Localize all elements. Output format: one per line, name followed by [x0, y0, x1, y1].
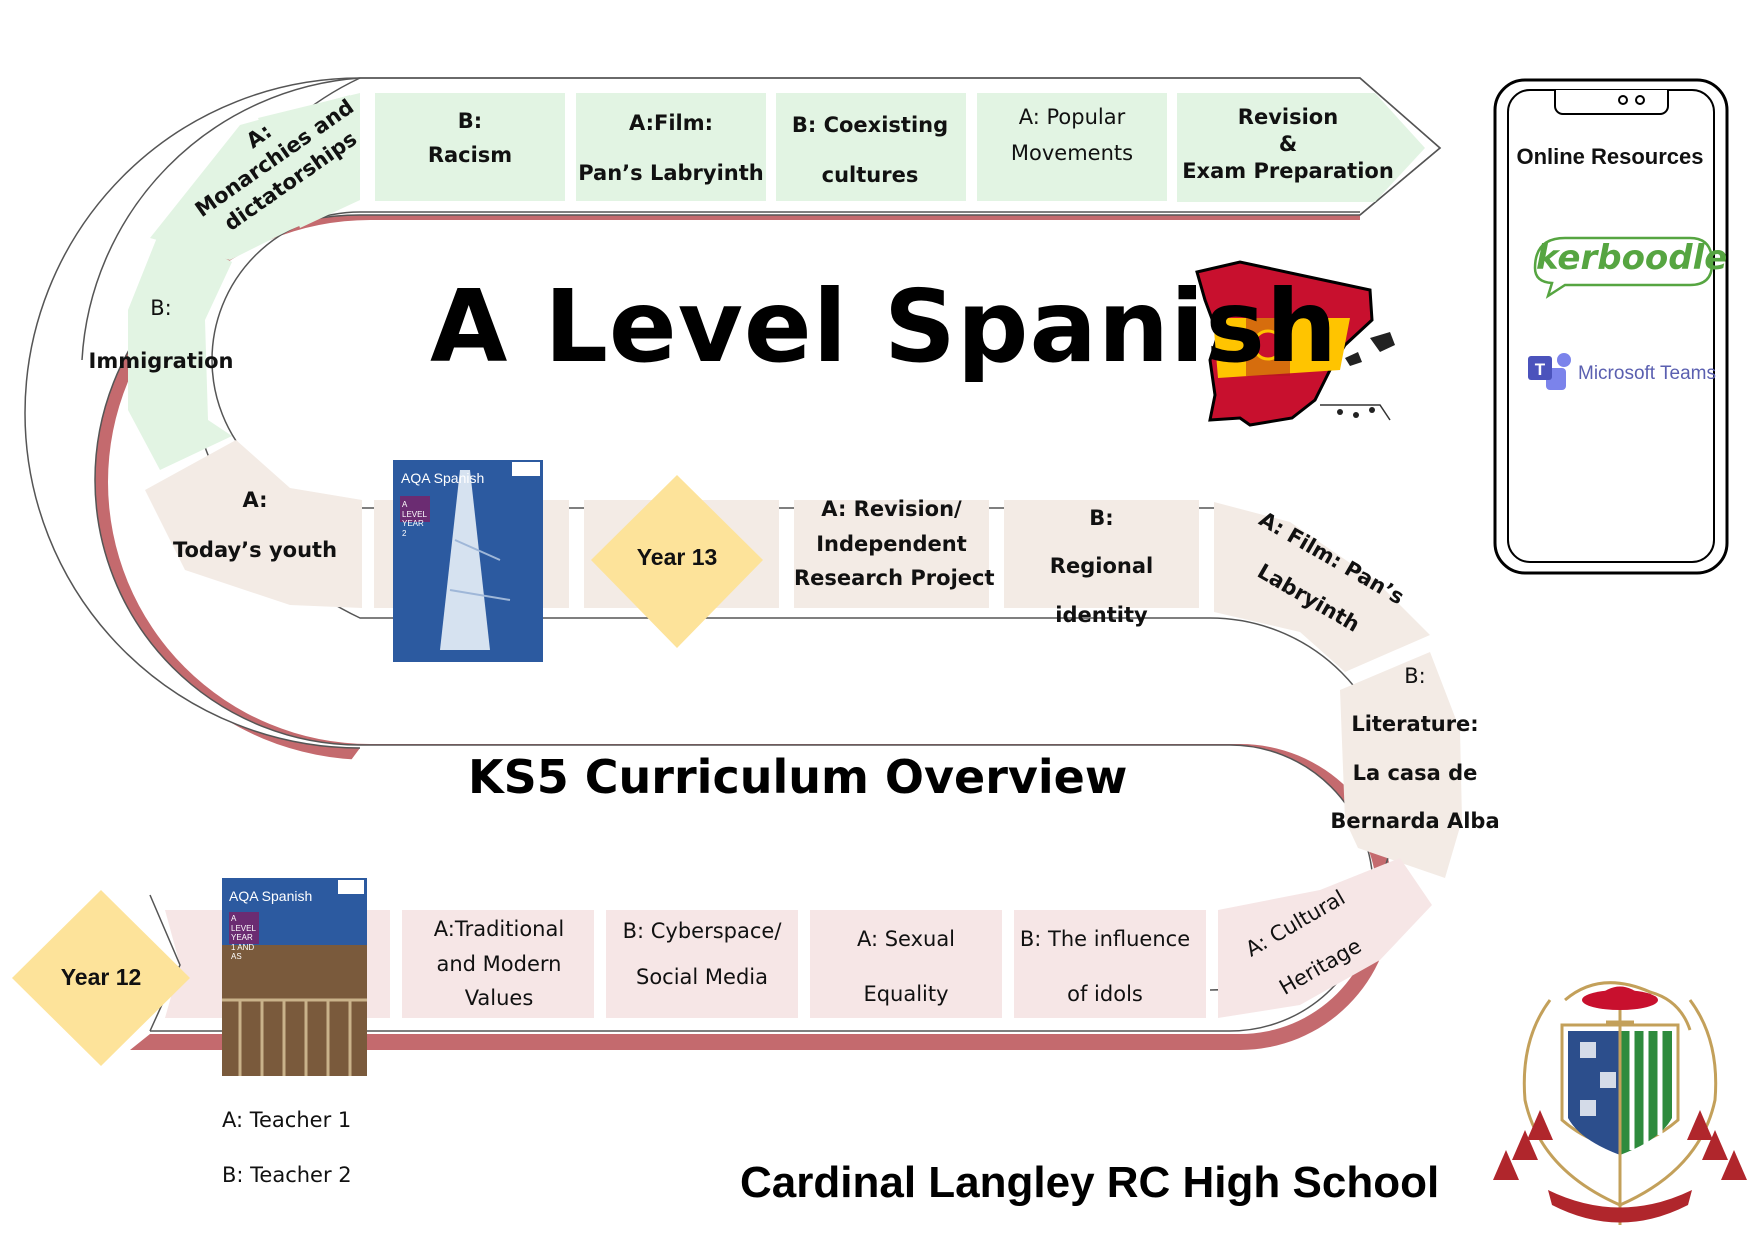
- page-subtitle: KS5 Curriculum Overview: [468, 750, 1128, 804]
- topic-racism: B:Racism: [427, 109, 513, 167]
- page-title: A Level Spanish: [430, 268, 1339, 385]
- online-resources-title: Online Resources: [1516, 144, 1704, 169]
- book-year1-level: A LEVEL YEAR 1 AND AS: [231, 914, 256, 962]
- teams-logo: T: [1528, 353, 1571, 390]
- year12-label: Year 12: [60, 964, 142, 990]
- start-arrow: [149, 894, 181, 1032]
- kerboodle-logo-bubble: [1533, 236, 1714, 299]
- year12-diamond: [12, 890, 190, 1066]
- road-lane-top: [81, 77, 1442, 361]
- topic-cyberspace: B: Cyberspace/Social Media: [622, 919, 782, 990]
- year13-label: Year 13: [636, 544, 718, 570]
- book-year2-brand: AQA Spanish: [401, 470, 485, 486]
- topic-todays-youth: A:Today’s youth: [172, 488, 338, 563]
- year13-diamond: [591, 475, 763, 648]
- topic-immigration: B:Immigration: [88, 296, 234, 373]
- spain-map-flag: [1195, 260, 1395, 427]
- top-row-segments: [128, 93, 1425, 470]
- microsoft-teams-link[interactable]: Microsoft Teams: [1578, 363, 1716, 384]
- phone-notch: [1554, 90, 1669, 115]
- phone-frame: [1493, 78, 1729, 575]
- kerboodle-link[interactable]: kerboodle: [1536, 238, 1728, 278]
- topic-revision-exam: Revision&Exam Preparation: [1182, 105, 1394, 183]
- svg-text:T: T: [1535, 360, 1546, 379]
- book-year1-brand: AQA Spanish: [229, 888, 313, 904]
- school-crest: [1493, 981, 1747, 1225]
- topic-film-pans-y13: A:Film:Pan’s Labryinth: [578, 111, 764, 186]
- teacher-b: B: Teacher 2: [222, 1163, 352, 1187]
- teacher-a: A: Teacher 1: [222, 1108, 352, 1132]
- school-name: Cardinal Langley RC High School: [740, 1158, 1440, 1207]
- book-year2-level: A LEVEL YEAR 2: [402, 500, 427, 538]
